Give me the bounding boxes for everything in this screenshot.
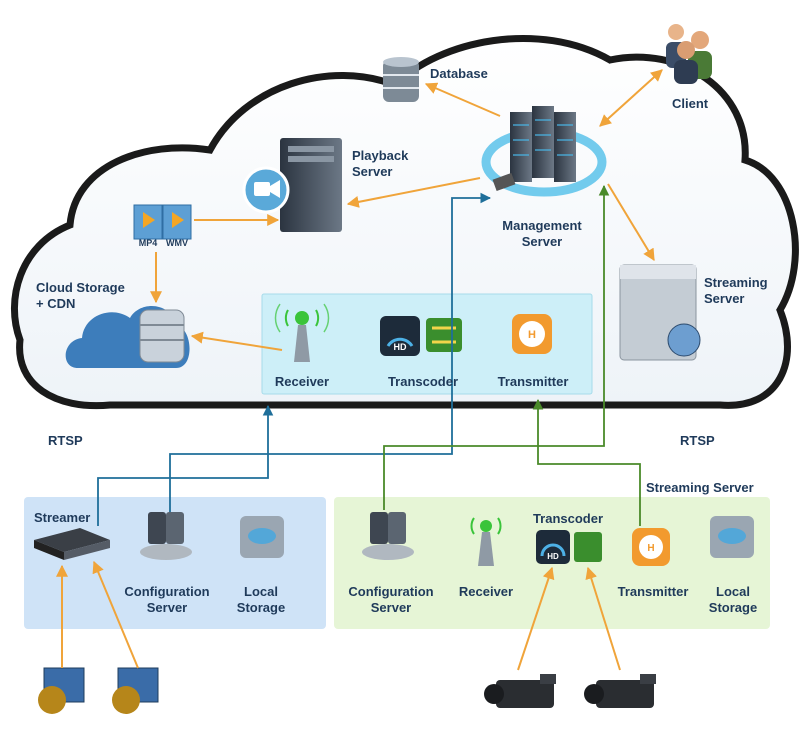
left-config-server-label: Configuration Server (112, 584, 222, 616)
streaming-server-label-line1: Streaming (704, 275, 768, 290)
receiver-antenna-icon (274, 303, 330, 362)
cloud-storage-icon (65, 306, 190, 368)
video-camera-icon-1 (484, 674, 556, 708)
camera-monitor-icon-1 (38, 667, 85, 714)
rtsp-right-label: RTSP (680, 433, 715, 448)
streamer-label: Streamer (34, 510, 91, 525)
video-files-icon: MP4 WMV (133, 204, 192, 248)
cloud-outline (10, 34, 799, 410)
right-config-label-line1: Configuration (348, 584, 434, 599)
right-receiver-label: Receiver (458, 584, 514, 599)
right-storage-label-line2: Storage (708, 600, 758, 615)
left-config-label-line2: Server (146, 600, 188, 615)
management-server-label-line2: Server (521, 234, 563, 249)
management-server-label-line1: Management (502, 218, 582, 233)
transmitter-icon: H (512, 314, 552, 354)
mp4-label: MP4 (139, 238, 158, 248)
hd-label: HD (394, 342, 407, 352)
right-local-storage-icon (710, 516, 754, 558)
video-camera-icon-2 (584, 674, 656, 708)
right-panel-title: Streaming Server (646, 480, 754, 495)
left-storage-label-line1: Local (244, 584, 278, 599)
playback-server-label: Playback Server (352, 148, 408, 180)
streaming-server-icon (619, 264, 701, 361)
right-config-server-label: Configuration Server (336, 584, 446, 616)
cloud-storage-label-line2: + CDN (36, 296, 76, 311)
playback-server-label-line1: Playback (352, 148, 409, 163)
database-icon (383, 57, 419, 102)
rtsp-left-label: RTSP (48, 433, 83, 448)
left-storage-label-line2: Storage (236, 600, 286, 615)
client-icon (666, 24, 712, 84)
management-server-icon (481, 106, 607, 197)
right-transmitter-icon: H (632, 528, 670, 566)
right-config-server-icon (362, 512, 414, 560)
database-label: Database (430, 66, 488, 81)
streaming-server-label-line2: Server (704, 291, 745, 306)
wmv-label: WMV (166, 238, 188, 248)
right-transcoder-icon: HD (536, 530, 602, 564)
left-config-server-icon (140, 512, 192, 560)
receiver-label: Receiver (274, 374, 330, 389)
camera-monitor-icon-2 (112, 667, 159, 714)
right-config-label-line2: Server (370, 600, 412, 615)
right-transcoder-label: Transcoder (532, 511, 604, 526)
playback-server-icon (242, 138, 342, 232)
transcoder-label: Transcoder (387, 374, 459, 389)
client-label: Client (672, 96, 709, 111)
right-storage-label-line1: Local (716, 584, 750, 599)
streamer-switch-icon (34, 528, 110, 560)
left-local-storage-label: Local Storage (226, 584, 296, 616)
cloud-storage-label: Cloud Storage + CDN (36, 280, 125, 312)
right-local-storage-label: Local Storage (700, 584, 766, 616)
left-local-storage-icon (240, 516, 284, 558)
right-hd-label: HD (547, 552, 559, 561)
transmitter-label: Transmitter (497, 374, 569, 389)
playback-server-label-line2: Server (352, 164, 393, 179)
cloud-storage-label-line1: Cloud Storage (36, 280, 125, 295)
streaming-server-label: Streaming Server (704, 275, 768, 307)
right-receiver-antenna-icon (470, 517, 502, 566)
management-server-label: Management Server (492, 218, 592, 250)
left-config-label-line1: Configuration (124, 584, 210, 599)
right-transmitter-label: Transmitter (617, 584, 689, 599)
svg-text:H: H (528, 329, 536, 341)
svg-text:H: H (647, 543, 654, 554)
